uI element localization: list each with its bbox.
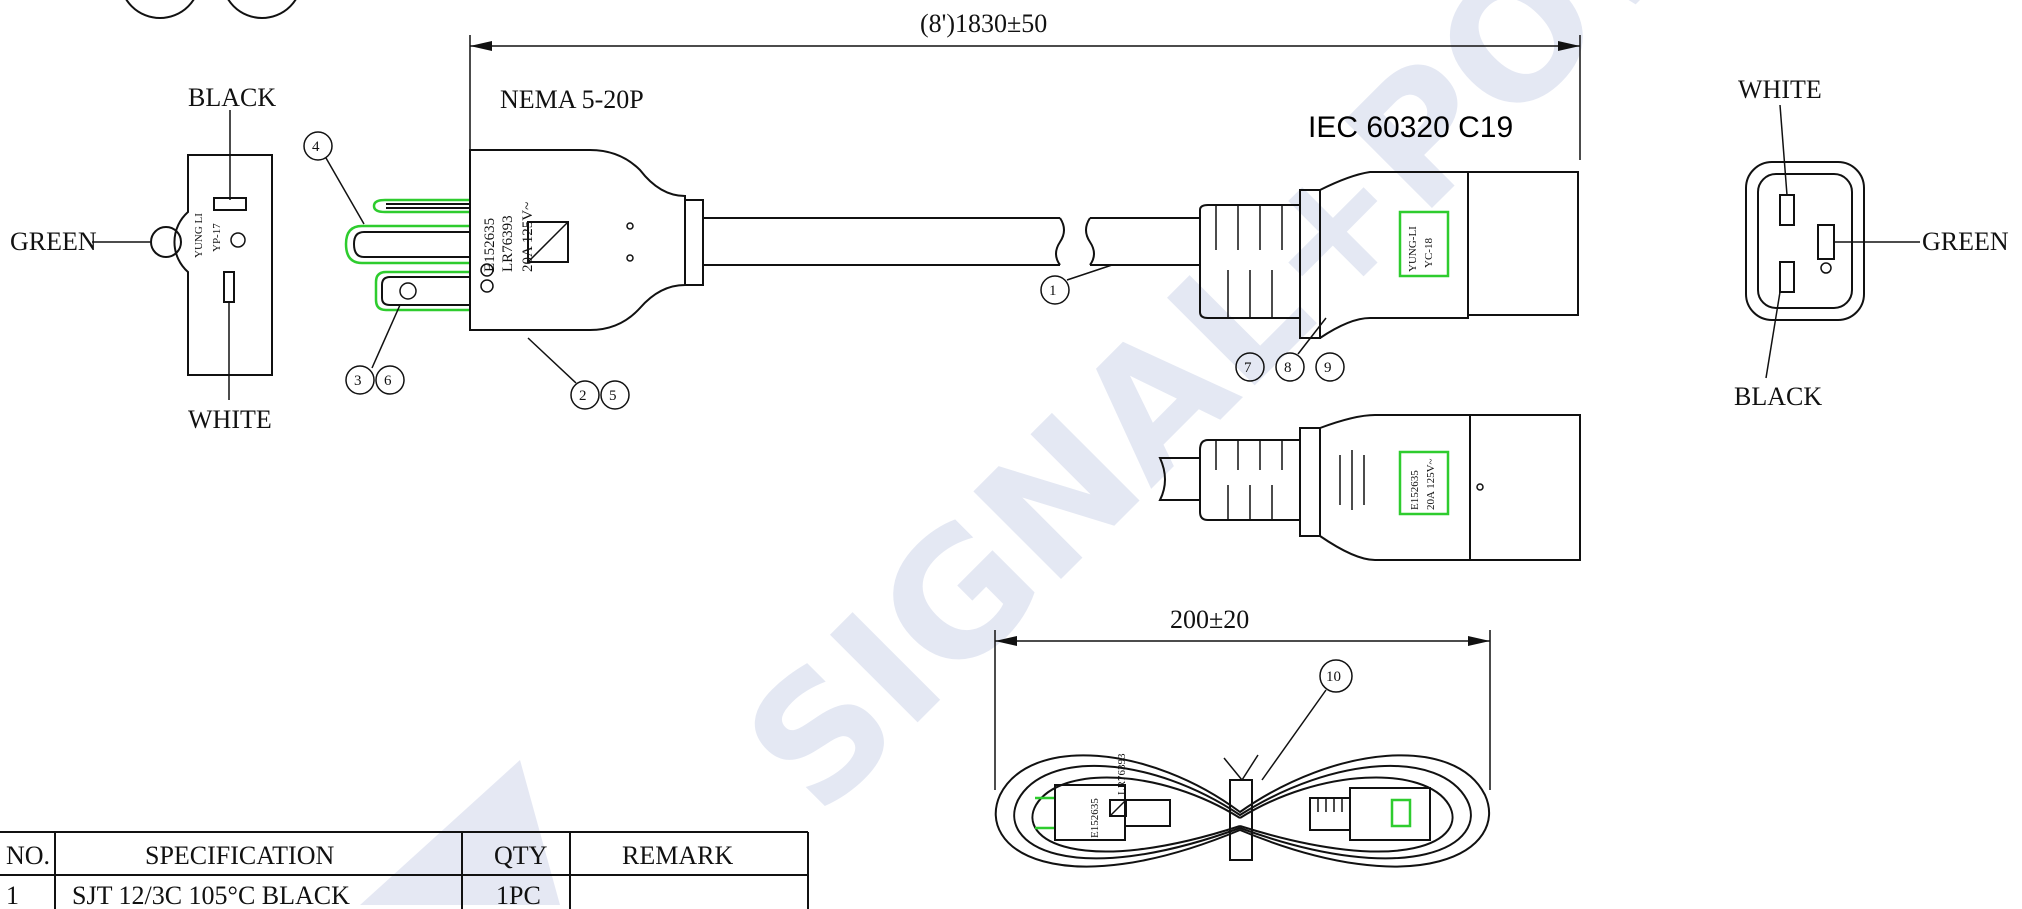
- coil-dimension-label: 200±20: [1170, 605, 1249, 634]
- callout-5: 5: [609, 388, 617, 404]
- callout-8: 8: [1284, 360, 1292, 376]
- bom-header-qty: QTY: [494, 841, 548, 870]
- overall-length-dimension: (8')1830±50: [469, 9, 1581, 160]
- connector-white-label: WHITE: [1738, 75, 1822, 104]
- connector-face-view: WHITE GREEN BLACK: [1734, 75, 2009, 411]
- connector-green-label: GREEN: [1922, 227, 2009, 256]
- bom-row-no: 1: [6, 881, 19, 909]
- bom-header-no: NO.: [6, 841, 50, 870]
- plug-side-view: E152635 LR76393 20A 125V~: [344, 149, 704, 331]
- callout-2: 2: [579, 388, 587, 404]
- callout-1: 1: [1049, 283, 1057, 299]
- cable: [703, 217, 1200, 266]
- connector-black-label: BLACK: [1734, 382, 1822, 411]
- plug-black-label: BLACK: [188, 83, 276, 112]
- plug-body-mark-2: LR76393: [500, 215, 516, 272]
- bom-header-spec: SPECIFICATION: [145, 841, 334, 870]
- callout-9: 9: [1324, 360, 1332, 376]
- bom-header-remark: REMARK: [622, 841, 733, 870]
- top-left-circles: [125, 0, 297, 19]
- connector-side-mark-1: E152635: [1409, 470, 1421, 510]
- callout-6: 6: [384, 373, 392, 389]
- watermark: SIGNAL+POWER: [360, 0, 1947, 905]
- plug-body-mark-3: 20A 125V~: [520, 202, 536, 272]
- plug-face-view: BLACK YUNG LI YP-17 GREEN WHITE: [10, 83, 276, 434]
- bom-row-spec: SJT 12/3C 105°C BLACK: [72, 881, 350, 909]
- plug-white-label: WHITE: [188, 405, 272, 434]
- connector-mark-1: YUNG-LI: [1407, 226, 1419, 272]
- callout-4: 4: [312, 139, 320, 155]
- overall-length-label: (8')1830±50: [920, 9, 1047, 38]
- callout-10: 10: [1326, 669, 1341, 685]
- coil-plug-mark-2: LR76393: [1116, 753, 1128, 795]
- connector-standard-label: IEC 60320 C19: [1308, 111, 1513, 144]
- callout-7: 7: [1244, 360, 1252, 376]
- plug-face-mark-1: YUNG LI: [193, 213, 205, 258]
- callout-3: 3: [354, 373, 362, 389]
- plug-face-mark-2: YP-17: [211, 223, 223, 252]
- coil-plug-mark-1: E152635: [1089, 798, 1101, 838]
- iec-c19-connector: YUNG-LI YC-18: [1199, 171, 1579, 339]
- connector-mark-2: YC-18: [1423, 238, 1435, 268]
- connector-side-mark-2: 20A 125V~: [1425, 458, 1437, 510]
- coil-view: 200±20 E152635 LR76393: [994, 605, 1491, 868]
- callouts: 4 3 6 2 5 1 7 8 9 10: [303, 131, 1353, 781]
- iec-c19-connector-side-view: E152635 20A 125V~: [1158, 414, 1581, 561]
- plug-body-mark-1: E152635: [482, 218, 498, 272]
- plug-green-label: GREEN: [10, 227, 97, 256]
- bom-row-qty: 1PC: [496, 881, 541, 909]
- plug-standard-label: NEMA 5-20P: [500, 85, 644, 114]
- bom-table: NO. SPECIFICATION QTY REMARK 1 SJT 12/3C…: [0, 831, 809, 909]
